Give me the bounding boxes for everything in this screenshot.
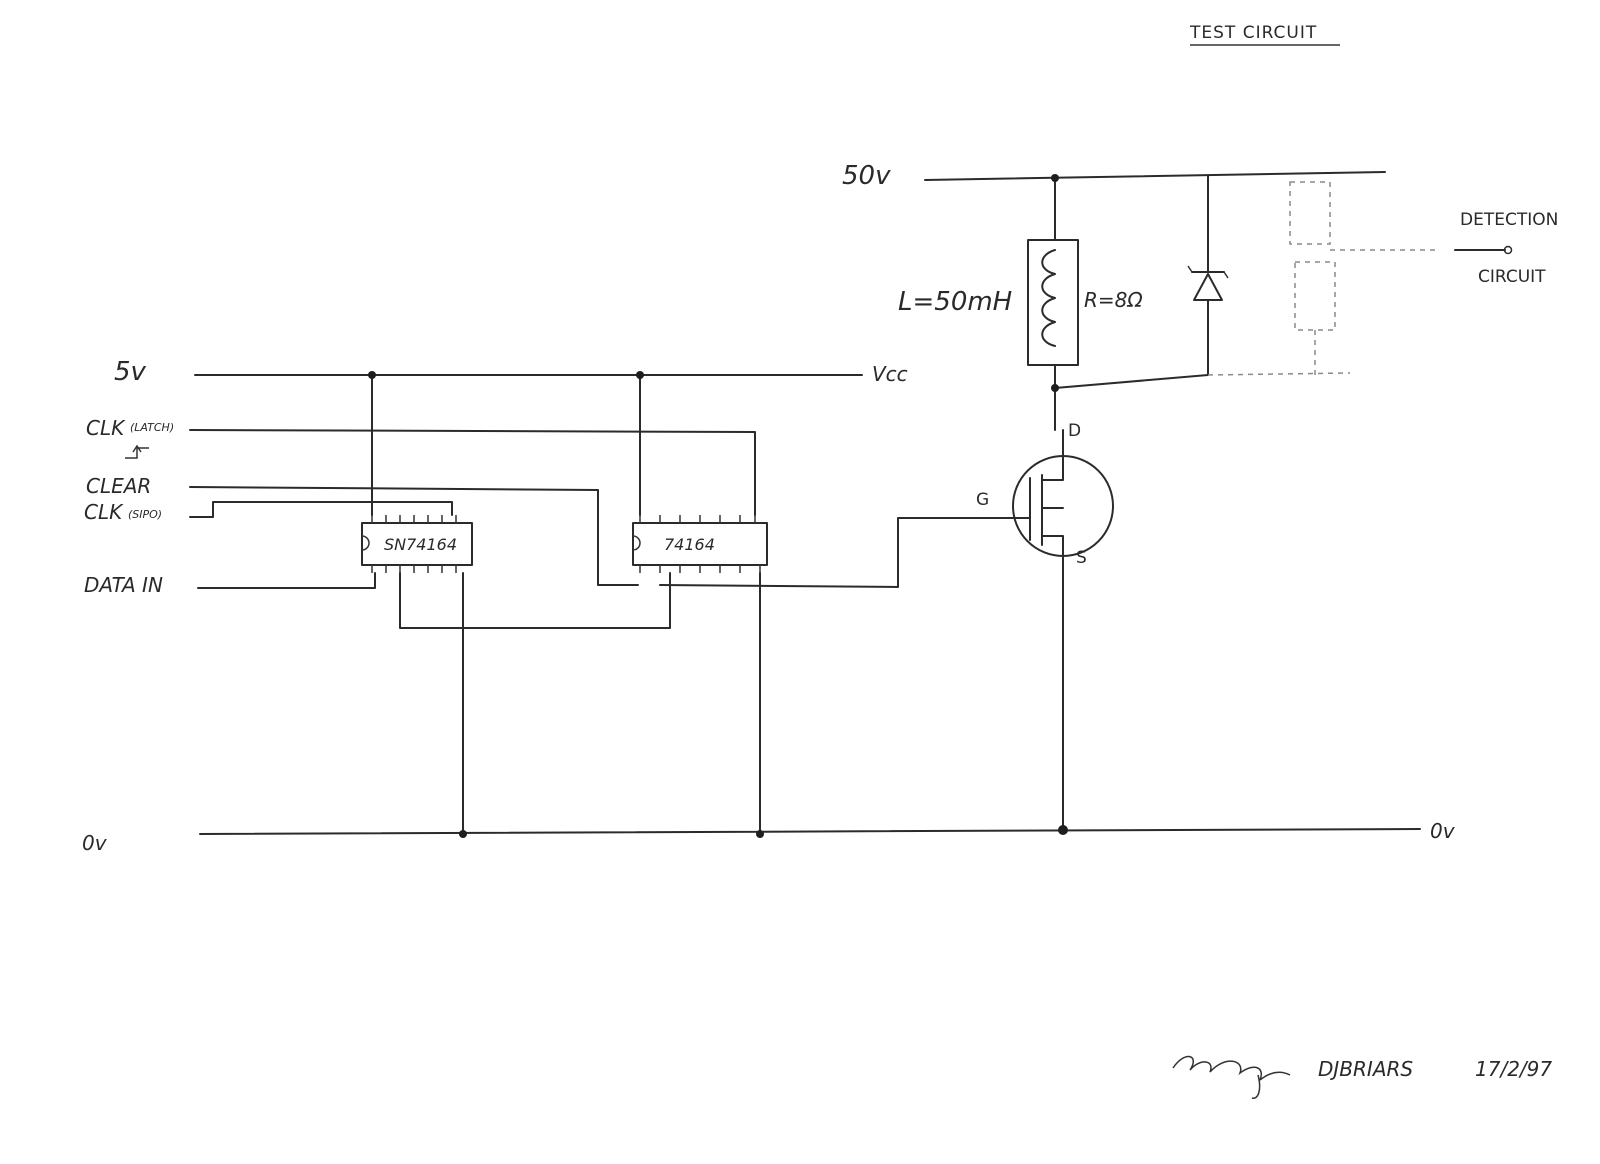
label-5v: 5v [114,357,147,387]
label-clk-latch: CLK [86,416,126,440]
title: TEST CIRCUIT [1189,23,1317,43]
label-clk-latch-sub: (LATCH) [130,421,174,434]
wire-clk-sipo [189,501,453,518]
signature [1172,1055,1291,1099]
shift-register-chip-2: 74164 [632,515,768,573]
label-gate: G [976,490,989,510]
label-drain: D [1068,421,1081,441]
rail-50v [924,171,1386,181]
label-circuit: CIRCUIT [1478,267,1546,287]
label-gnd-left: 0v [82,831,108,855]
label-clear: CLEAR [86,474,151,498]
wire-data-in [197,572,376,589]
coil-box [1027,239,1079,366]
junction-vcc-2 [636,371,644,379]
rising-edge-icon [125,447,149,459]
label-resistance: R=8Ω [1084,288,1143,312]
detection-dashed-box [1207,181,1440,376]
arrow-up-icon [132,444,142,453]
mosfet-icon [1009,429,1114,561]
signer-name: DJBRIARS [1318,1057,1413,1081]
label-data-in: DATA IN [84,573,163,597]
label-detection: DETECTION [1460,210,1558,230]
junction-50v [1051,174,1059,182]
label-clk-sipo: CLK [84,500,124,524]
label-inductance: L=50mH [898,287,1012,317]
junction-gnd-3 [1058,825,1068,835]
junction-drain [1051,384,1059,392]
label-50v: 50v [842,161,891,191]
inductor-icon [1041,249,1056,347]
label-clk-sipo-sub: (SIPO) [128,508,162,521]
wire-cascade [399,572,671,629]
detection-terminal [1503,245,1513,255]
wire-gate [659,517,1011,588]
chip1-label: SN74164 [384,535,457,554]
diode-icon [1187,265,1229,301]
signed-date: 17/2/97 [1475,1057,1552,1081]
rail-ground [199,828,1421,835]
junction-gnd-1 [459,830,467,838]
shift-register-chip-1: SN74164 [361,515,473,573]
junction-vcc-1 [368,371,376,379]
junction-gnd-2 [756,830,764,838]
label-vcc: Vcc [872,362,908,386]
chip2-label: 74164 [664,535,715,554]
label-source: S [1076,548,1087,568]
label-gnd-right: 0v [1430,819,1456,843]
wire-clear [189,486,639,586]
wire-clk-latch [189,429,756,516]
